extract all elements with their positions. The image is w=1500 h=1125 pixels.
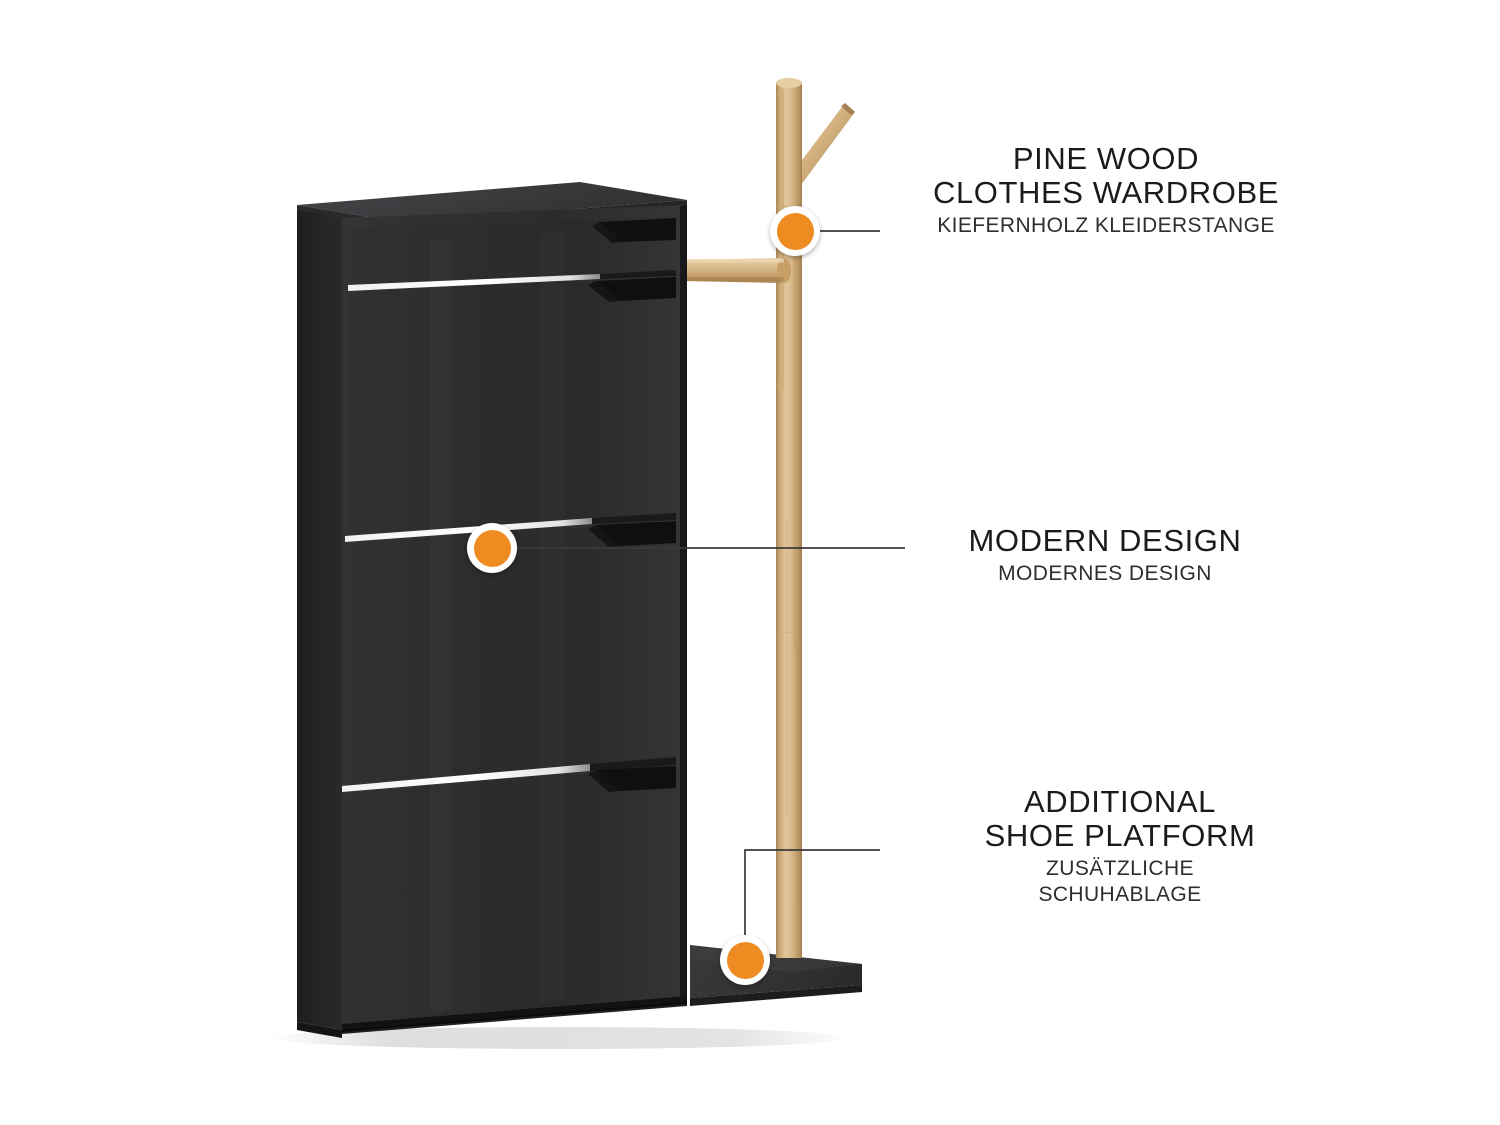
cabinet-top — [297, 182, 687, 223]
drawer-top[interactable] — [351, 216, 676, 283]
callout-title-line2: SHOE PLATFORM — [984, 818, 1256, 853]
callout-pine-wood-wardrobe: PINE WOOD CLOTHES WARDROBE KIEFERNHOLZ K… — [726, 142, 1486, 239]
drawer-lower[interactable] — [345, 521, 676, 783]
marker-pine-wood-wardrobe[interactable] — [770, 206, 820, 256]
marker-shoe-platform[interactable] — [720, 935, 770, 985]
drawer-divider-2 — [345, 518, 592, 542]
pine-coat-rack-pole — [776, 78, 855, 958]
callout-title-line1: ADDITIONAL — [1023, 784, 1217, 819]
shoe-cabinet — [297, 182, 687, 1038]
cabinet-right-edge — [680, 205, 687, 1004]
marker-dot-fill — [726, 941, 764, 979]
drawer-divider-1 — [348, 274, 600, 291]
drawer-middle[interactable] — [348, 277, 676, 534]
marker-dot-fill — [776, 212, 814, 250]
callout-title-line2: CLOTHES WARDROBE — [932, 175, 1280, 210]
marker-modern-design[interactable] — [467, 523, 517, 573]
callout-title-line1: MODERN DESIGN — [968, 523, 1242, 558]
callout-title-line1: PINE WOOD — [1012, 141, 1200, 176]
drawer-divider-3 — [342, 764, 590, 792]
callout-subtitle-line1: KIEFERNHOLZ KLEIDERSTANGE — [937, 214, 1275, 237]
callout-modern-design: MODERN DESIGN MODERNES DESIGN — [785, 524, 1425, 587]
cabinet-left-side — [297, 210, 342, 1030]
callout-subtitle-line1: ZUSÄTZLICHE — [1046, 857, 1194, 880]
clothes-rail — [681, 258, 791, 283]
callout-subtitle-line2: SCHUHABLAGE — [1038, 883, 1202, 906]
callout-subtitle-line1: MODERNES DESIGN — [998, 562, 1212, 585]
floor-shadow — [270, 1027, 850, 1049]
marker-dot-fill — [473, 529, 511, 567]
callout-shoe-platform: ADDITIONAL SHOE PLATFORM ZUSÄTZLICHE SCH… — [800, 785, 1440, 908]
drawer-bottom[interactable] — [342, 766, 676, 1024]
